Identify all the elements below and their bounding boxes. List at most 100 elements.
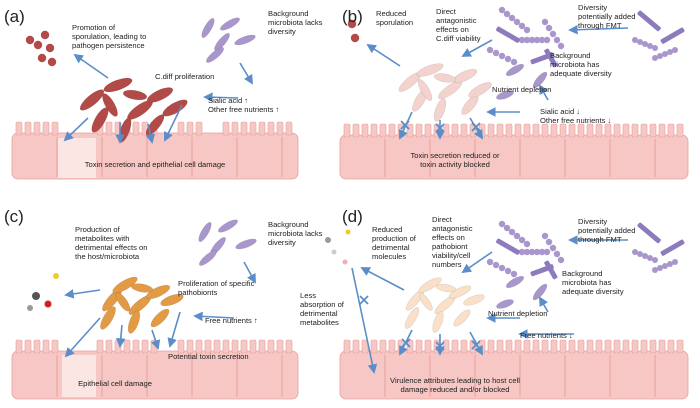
- villus: [388, 123, 396, 138]
- coccus-chain-cell: [523, 248, 531, 256]
- villus: [123, 339, 131, 354]
- spore: [45, 43, 55, 53]
- villus: [406, 123, 414, 138]
- arrow: [461, 39, 493, 57]
- panel-label-b: (b): [342, 7, 363, 26]
- microbiota-rod: [544, 260, 558, 280]
- damaged-cell: [58, 138, 96, 178]
- background-text-line: adequate diversity: [562, 287, 624, 296]
- coccus-chain-cell: [528, 248, 536, 256]
- epithelium-base: [11, 350, 299, 400]
- pathobiont-rod: [130, 283, 154, 293]
- epithelium-text-line: Virulence attributes leading to host cel…: [390, 376, 520, 385]
- villus: [667, 339, 675, 354]
- villus: [451, 123, 459, 138]
- antagonistic-text-line: viability/cell: [432, 251, 471, 260]
- block-mark: [401, 338, 411, 348]
- coccus-chain-cell: [513, 18, 521, 26]
- block-mark: [435, 341, 445, 351]
- villus: [42, 121, 50, 136]
- villus: [343, 123, 351, 138]
- villus: [658, 339, 666, 354]
- villus: [195, 339, 203, 354]
- production-text-line: detrimental effects on: [75, 243, 147, 252]
- arrow: [164, 104, 183, 142]
- coccus-chain-cell: [518, 36, 526, 44]
- reduced-text-line: molecules: [372, 252, 406, 261]
- villus: [631, 339, 639, 354]
- villus: [379, 339, 387, 354]
- coccus-chain-cell: [523, 240, 531, 248]
- coccus-chain-cell: [492, 49, 500, 57]
- production-text-line: metabolites with: [75, 234, 129, 243]
- microbiota-rod: [198, 222, 212, 242]
- microbiota-rod: [544, 48, 558, 68]
- villus: [96, 339, 104, 354]
- microbiota-rod: [496, 26, 520, 43]
- villus: [361, 123, 369, 138]
- villus: [613, 339, 621, 354]
- coccus-chain-cell: [632, 37, 638, 43]
- antagonistic-text-line: effects on: [432, 233, 465, 242]
- villus: [388, 339, 396, 354]
- coccus-chain-cell: [504, 267, 512, 275]
- block-mark: [435, 123, 445, 133]
- molecule-atom: [331, 249, 337, 255]
- villus: [550, 339, 558, 354]
- villus: [676, 339, 684, 354]
- villus: [105, 121, 113, 136]
- coccus-chain-cell: [549, 30, 557, 38]
- villus: [276, 121, 284, 136]
- microbiota-rod: [532, 71, 548, 89]
- villus: [523, 339, 531, 354]
- villus: [186, 121, 194, 136]
- villus: [213, 339, 221, 354]
- proliferation-text-line: C.diff proliferation: [155, 72, 214, 81]
- coccus-chain-cell: [498, 52, 506, 60]
- villus: [586, 123, 594, 138]
- absorption-text-line: Less: [300, 291, 316, 300]
- villus: [177, 339, 185, 354]
- reduced-text-line: Reduced: [372, 225, 402, 234]
- molecule-atom: [27, 305, 33, 311]
- coccus-chain-cell: [518, 22, 526, 30]
- nutrients-text-line: Sialic acid ↓: [540, 107, 580, 116]
- molecule-atom: [345, 229, 351, 235]
- proliferation-text-line: pathobionts: [178, 288, 217, 297]
- spore: [33, 40, 43, 50]
- microbiota-rod: [505, 63, 525, 77]
- microbiota-rod: [660, 239, 685, 256]
- arrow: [568, 24, 629, 35]
- arrow: [360, 267, 405, 291]
- villus: [460, 123, 468, 138]
- arrow: [539, 296, 549, 313]
- villus: [222, 121, 230, 136]
- villus: [496, 123, 504, 138]
- villus: [343, 339, 351, 354]
- villus: [51, 339, 59, 354]
- microbiota-rod: [496, 90, 514, 100]
- fmt-text-line: through FMT: [578, 235, 622, 244]
- arrow: [151, 329, 161, 350]
- coccus-chain-cell: [518, 248, 526, 256]
- production-text-line: the host/microbiota: [75, 252, 140, 261]
- villus: [42, 339, 50, 354]
- arrow: [203, 92, 239, 103]
- coccus-chain-cell: [545, 238, 553, 246]
- villus: [258, 121, 266, 136]
- coccus-chain-cell: [538, 36, 546, 44]
- villus: [267, 339, 275, 354]
- arrow: [64, 317, 101, 358]
- villus: [249, 339, 257, 354]
- microbiota-rod: [234, 34, 256, 46]
- cdiff-rod-faded: [452, 68, 478, 84]
- pathobiont-rod: [112, 276, 138, 294]
- molecule-atom: [44, 300, 52, 308]
- cdiff-rod: [162, 99, 188, 117]
- coccus-chain-cell: [533, 248, 541, 256]
- panel-label-d: (d): [342, 207, 363, 226]
- villus: [622, 339, 630, 354]
- microbiota-rod: [637, 222, 661, 244]
- fmt-text-line: potentially added: [578, 226, 635, 235]
- cdiff-rod-faded: [468, 82, 492, 98]
